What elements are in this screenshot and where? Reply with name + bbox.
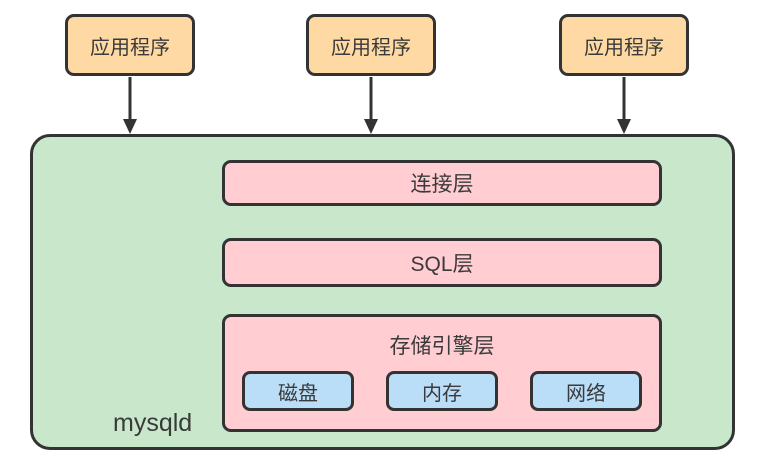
component-disk-label: 磁盘 — [278, 382, 318, 405]
storage-components-row: 磁盘 内存 网络 — [225, 371, 659, 411]
component-network-label: 网络 — [566, 382, 606, 405]
layer-connection: 连接层 — [222, 160, 662, 206]
app-box-3-label: 应用程序 — [584, 36, 664, 59]
down-arrow-1 — [123, 77, 137, 134]
layer-connection-label: 连接层 — [410, 173, 474, 196]
layer-sql-label: SQL层 — [410, 252, 474, 276]
arrow-shaft — [622, 77, 626, 121]
arrow-head-icon — [617, 119, 631, 134]
mysqld-label: mysqld — [113, 409, 193, 437]
app-box-1: 应用程序 — [65, 14, 195, 76]
app-box-2: 应用程序 — [306, 14, 436, 76]
component-network: 网络 — [530, 371, 642, 411]
app-box-1-label: 应用程序 — [90, 36, 170, 59]
component-memory-label: 内存 — [422, 382, 462, 405]
arrow-head-icon — [123, 119, 137, 134]
layer-storage-engine: 存储引擎层 磁盘 内存 网络 — [222, 314, 662, 432]
app-box-2-label: 应用程序 — [331, 36, 411, 59]
down-arrow-2 — [364, 77, 378, 134]
app-box-3: 应用程序 — [559, 14, 689, 76]
component-memory: 内存 — [386, 371, 498, 411]
layer-sql: SQL层 — [222, 238, 662, 287]
arrow-shaft — [128, 77, 132, 121]
component-disk: 磁盘 — [242, 371, 354, 411]
down-arrow-3 — [617, 77, 631, 134]
arrow-shaft — [369, 77, 373, 121]
arrow-head-icon — [364, 119, 378, 134]
layer-storage-engine-label: 存储引擎层 — [389, 335, 495, 358]
